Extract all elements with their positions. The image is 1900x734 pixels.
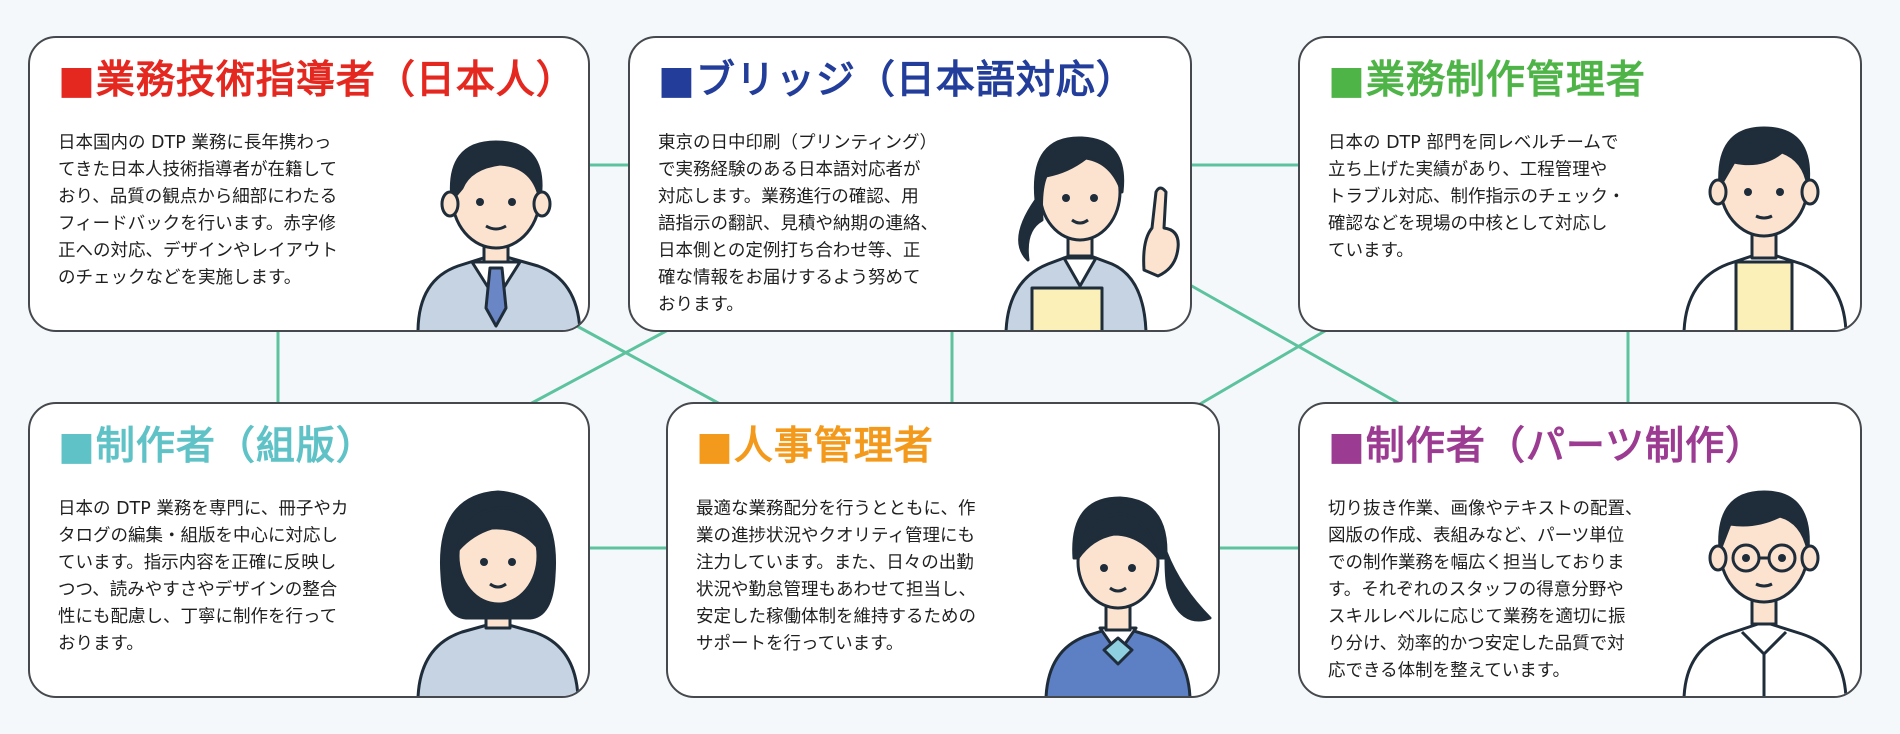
connector-line	[574, 323, 721, 406]
card-description: 東京の日中印刷（プリンティング） で実務経験のある日本語対応者が 対応します。業…	[658, 133, 938, 315]
card-title: ■業務制作管理者	[1328, 58, 1646, 103]
card-tech-supervisor: ■業務技術指導者（日本人） 日本国内の DTP 業務に長年携わっ てきた日本人技…	[28, 36, 590, 332]
card-parts-producer: ■制作者（パーツ制作） 切り抜き作業、画像やテキストの配置、 図版の作成、表組み…	[1298, 402, 1862, 698]
card-bridge: ■ブリッジ（日本語対応） 東京の日中印刷（プリンティング） で実務経験のある日本…	[628, 36, 1192, 332]
card-description: 日本の DTP 業務を専門に、冊子やカ タログの編集・組版を中心に対応し ていま…	[58, 499, 349, 654]
male-supervisor-icon	[416, 140, 582, 330]
female-bridge-pointing-icon	[1004, 136, 1180, 330]
female-typesetter-icon	[416, 490, 580, 696]
connector-line	[529, 328, 669, 406]
card-hr-manager: ■人事管理者 最適な業務配分を行うとともに、作 業の進捗状況やクオリティ管理にも…	[666, 402, 1220, 698]
card-typesetter: ■制作者（組版） 日本の DTP 業務を専門に、冊子やカ タログの編集・組版を中…	[28, 402, 590, 698]
card-description: 日本国内の DTP 業務に長年携わっ てきた日本人技術指導者が在籍して おり、品…	[58, 133, 338, 288]
card-production-manager: ■業務制作管理者 日本の DTP 部門を同レベルチームで 立ち上げた実績があり、…	[1298, 36, 1862, 332]
card-title: ■業務技術指導者（日本人）	[58, 58, 576, 103]
card-title: ■制作者（組版）	[58, 424, 376, 469]
card-title: ■制作者（パーツ制作）	[1328, 424, 1766, 469]
male-glasses-producer-icon	[1682, 490, 1848, 696]
connector-line	[1189, 283, 1401, 406]
female-hr-manager-icon	[1044, 496, 1212, 696]
male-manager-icon	[1682, 126, 1848, 330]
card-title: ■人事管理者	[696, 424, 934, 469]
card-description: 切り抜き作業、画像やテキストの配置、 図版の作成、表組みなど、パーツ単位 での制…	[1328, 499, 1643, 681]
card-title: ■ブリッジ（日本語対応）	[658, 58, 1136, 103]
connector-line	[1199, 326, 1331, 406]
card-description: 最適な業務配分を行うとともに、作 業の進捗状況やクオリティ管理にも 注力していま…	[696, 499, 976, 654]
card-description: 日本の DTP 部門を同レベルチームで 立ち上げた実績があり、工程管理や トラブ…	[1328, 133, 1626, 261]
